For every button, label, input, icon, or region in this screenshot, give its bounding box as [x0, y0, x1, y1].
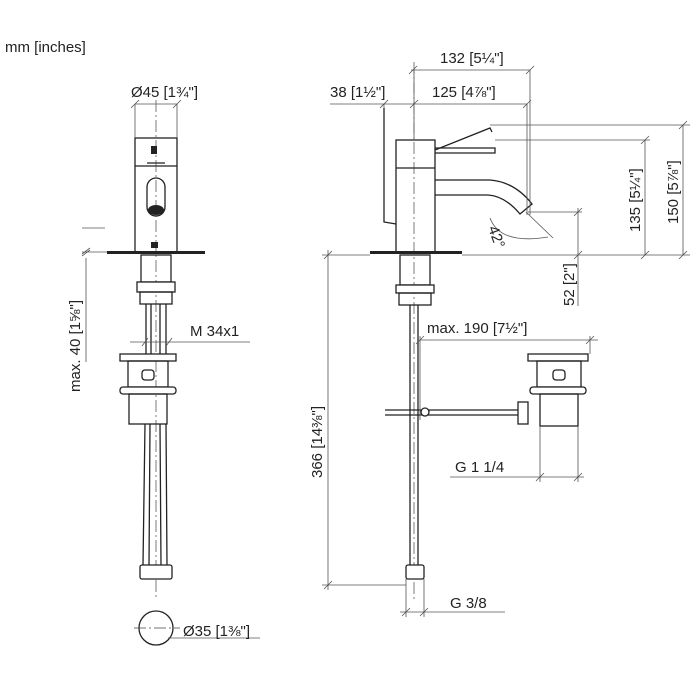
dim-spout-reach: 125 [4⅞"] — [432, 84, 496, 101]
dim-hose-length: 366 [14⅜"] — [309, 406, 326, 478]
dim-lever-offset: 38 [1½"] — [330, 84, 385, 101]
dim-diameter-top: Ø45 [1¾"] — [131, 84, 198, 101]
dim-overall-reach: 132 [5¼"] — [440, 50, 504, 67]
dim-max-reach: max. 190 [7½"] — [427, 320, 527, 337]
dim-outlet-height: 52 [2"] — [561, 263, 578, 306]
dim-waste-thread: G 1 1/4 — [455, 459, 504, 476]
dim-angle: 42° — [484, 224, 508, 251]
dim-max-depth: max. 40 [1⅝"] — [67, 300, 84, 392]
dim-diameter-bottom: Ø35 [1⅜"] — [183, 623, 250, 640]
side-view: 132 [5¼"] 125 [4⅞"] 38 [1½"] 135 [5¼"] 1… — [309, 50, 690, 617]
dim-spout-height: 135 [5¼"] — [627, 168, 644, 232]
dim-thread: M 34x1 — [190, 323, 239, 340]
dim-total-height: 150 [5⅞"] — [665, 160, 682, 224]
front-view: Ø45 [1¾"] max. 40 [1⅝"] M 34x1 Ø35 [1⅜"] — [67, 84, 260, 646]
dim-supply-thread: G 3/8 — [450, 595, 487, 612]
units-label: mm [inches] — [5, 39, 86, 56]
